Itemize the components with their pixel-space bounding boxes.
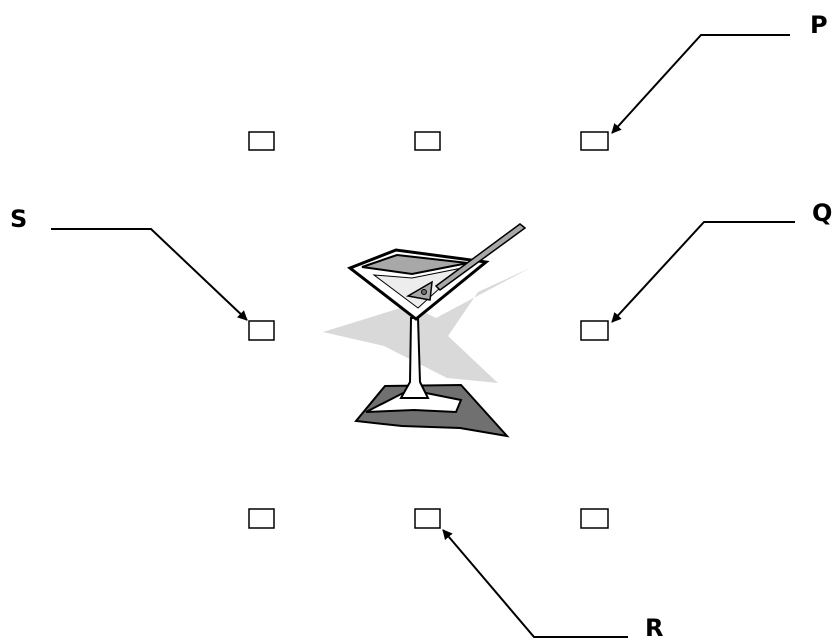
handle-top-left[interactable] — [248, 131, 275, 151]
callout-label-q: Q — [812, 199, 833, 227]
callout-label-p: P — [810, 11, 828, 39]
glass-shadow — [323, 268, 530, 383]
handle-bottom-center[interactable] — [414, 508, 441, 529]
leader-r — [442, 529, 628, 638]
handle-top-right[interactable] — [580, 131, 609, 151]
selection-handles — [248, 131, 609, 529]
leader-s — [51, 228, 248, 321]
glass-olive — [405, 280, 433, 301]
martini-glass-image — [323, 223, 530, 438]
handle-top-center[interactable] — [414, 131, 441, 151]
handle-bottom-right[interactable] — [580, 508, 609, 529]
handle-middle-left[interactable] — [248, 320, 275, 341]
leader-p — [611, 34, 790, 134]
leader-q — [611, 221, 795, 323]
handle-bottom-left[interactable] — [248, 508, 275, 529]
callout-leaders — [51, 34, 795, 638]
callout-label-s: S — [10, 205, 28, 233]
callout-label-r: R — [645, 614, 664, 642]
glass-stirrer — [434, 223, 527, 291]
glass-olive-pit — [421, 289, 427, 295]
handle-middle-right[interactable] — [580, 320, 609, 341]
